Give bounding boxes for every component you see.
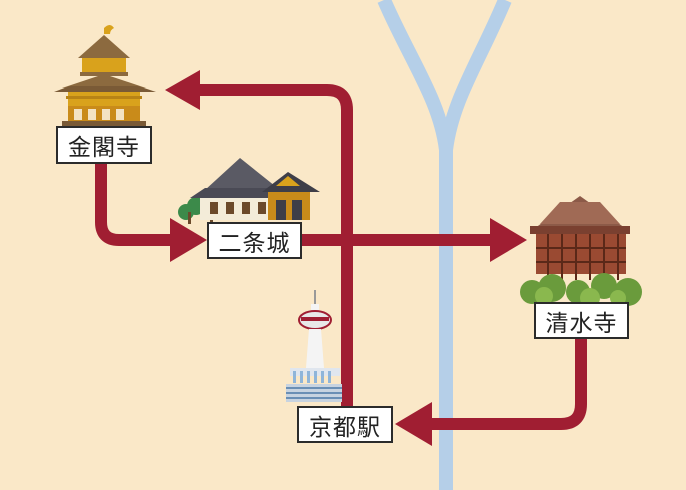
route-kinkaku-to-nijo (95, 164, 175, 246)
arrow-head-kinkaku (165, 70, 200, 110)
route-kyoto-to-kinkaku (195, 84, 353, 415)
label-nijo-castle: 二条城 (207, 222, 302, 259)
label-kiyomizu-dera: 清水寺 (534, 302, 629, 339)
label-kinkakuji: 金閣寺 (56, 126, 152, 164)
arrow-head-kyoto (395, 402, 432, 446)
arrow-head-nijo (170, 218, 207, 262)
arrow-head-kiyomizu (490, 218, 527, 262)
route-kiyomizu-to-kyoto (428, 339, 587, 430)
label-kyoto-station: 京都駅 (297, 406, 393, 443)
